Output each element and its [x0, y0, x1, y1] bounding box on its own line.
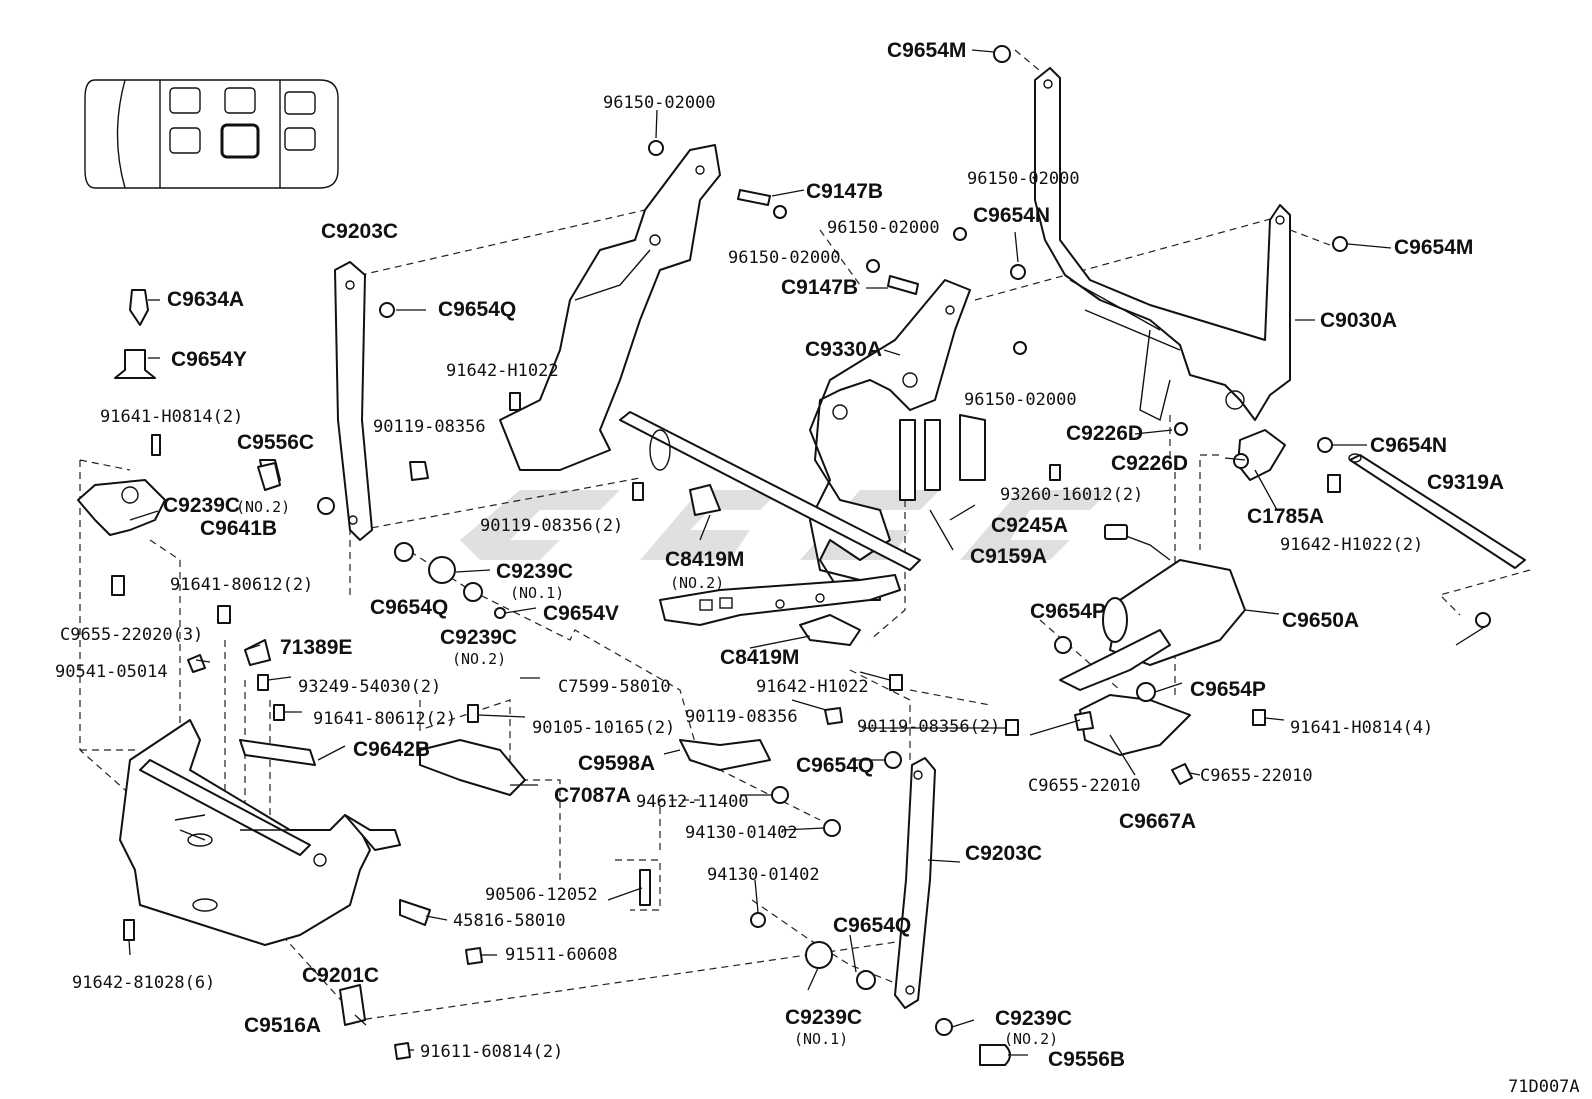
label-c9203c-left: C9203C [321, 220, 398, 243]
label-c9654v: C9654V [543, 602, 619, 625]
label-c9556c: C9556C [237, 431, 314, 454]
label-91642-h1022-a: 91642-H1022 [446, 361, 559, 381]
label-no2-c: (NO.2) [1004, 1030, 1058, 1048]
label-90506-12052: 90506-12052 [485, 885, 598, 905]
label-c1785a: C1785A [1247, 505, 1324, 528]
seat-lower-rail-bracket [659, 574, 901, 626]
label-c9655-22020-3: C9655-22020(3) [60, 625, 203, 645]
label-c9655-22010-b: C9655-22010 [1028, 776, 1141, 796]
diagram-id: 71D007A [1508, 1077, 1580, 1097]
label-c9319a: C9319A [1427, 471, 1504, 494]
label-c9226d-b: C9226D [1111, 452, 1188, 475]
label-91641-h0814-2: 91641-H0814(2) [100, 407, 243, 427]
label-no1-b: (NO.1) [794, 1030, 848, 1048]
label-96150-02000-d: 96150-02000 [728, 248, 841, 268]
label-no2-a: (NO.2) [236, 498, 290, 516]
label-71389e: 71389E [280, 636, 352, 659]
seat-back-side-frame-left [499, 144, 721, 471]
label-c9239c-no1-a: C9239C [496, 560, 573, 583]
label-c9654q-b: C9654Q [370, 596, 448, 619]
seat-cushion-base-frame [119, 719, 401, 946]
label-91642-81028-6: 91642-81028(6) [72, 973, 215, 993]
label-c9654m-right: C9654M [1394, 236, 1473, 259]
label-90541-05014: 90541-05014 [55, 662, 168, 682]
label-c9245a: C9245A [991, 514, 1068, 537]
label-45816-58010: 45816-58010 [453, 911, 566, 931]
label-96150-02000-a: 96150-02000 [603, 93, 716, 113]
label-c9030a: C9030A [1320, 309, 1397, 332]
label-93249-54030-2: 93249-54030(2) [298, 677, 441, 697]
label-c9654y: C9654Y [171, 348, 247, 371]
label-c9650a: C9650A [1282, 609, 1359, 632]
label-c8419m-a: C8419M [665, 548, 744, 571]
label-c9159a: C9159A [970, 545, 1047, 568]
label-c9654m-top: C9654M [887, 39, 966, 62]
label-90119-08356-2b: 90119-08356(2) [857, 717, 1000, 737]
label-91642-h1022-2: 91642-H1022(2) [1280, 535, 1423, 555]
label-91611-60814-2: 91611-60814(2) [420, 1042, 563, 1062]
label-c9147b-b: C9147B [781, 276, 858, 299]
label-91511-60608: 91511-60608 [505, 945, 618, 965]
pivot-rod [1348, 453, 1526, 569]
label-c9516a: C9516A [244, 1014, 321, 1037]
vehicle-seat-locator-icon [84, 79, 339, 189]
label-c9556b: C9556B [1048, 1048, 1125, 1071]
label-96150-02000-e: 96150-02000 [964, 390, 1077, 410]
label-no1-a: (NO.1) [510, 584, 564, 602]
label-c9203c-right: C9203C [965, 842, 1042, 865]
label-c9226d-a: C9226D [1066, 422, 1143, 445]
label-c8419m-b: C8419M [720, 646, 799, 669]
fasteners [111, 45, 1491, 1066]
label-c9654p-b: C9654P [1190, 678, 1266, 701]
small-brackets [77, 414, 1286, 1026]
part-labels: C9654M 96150-02000 C9147B 96150-02000 96… [55, 39, 1580, 1097]
label-c9239c-no1-b: C9239C [785, 1006, 862, 1029]
label-c9598a: C9598A [578, 752, 655, 775]
label-no2-c8419m: (NO.2) [670, 574, 724, 592]
upper-seat-frame-bracket [1034, 67, 1291, 422]
label-c9654q-a: C9654Q [438, 298, 516, 321]
label-96150-02000-c: 96150-02000 [827, 218, 940, 238]
label-c9239c-no2-a: C9239C [163, 494, 240, 517]
seat-cross-rod [619, 411, 921, 571]
label-c7599-58010: C7599-58010 [558, 677, 671, 697]
label-c9642b: C9642B [353, 738, 430, 761]
label-leaders [128, 49, 1484, 1056]
label-90119-08356-b: 90119-08356 [685, 707, 798, 727]
label-93260-16012-2: 93260-16012(2) [1000, 485, 1143, 505]
label-c9654p-a: C9654P [1030, 600, 1106, 623]
label-91641-80612-2a: 91641-80612(2) [170, 575, 313, 595]
label-c9655-22010-a: C9655-22010 [1200, 766, 1313, 786]
side-link-right [894, 757, 936, 1009]
label-94130-01402-a: 94130-01402 [685, 823, 798, 843]
recliner-motor-assembly [1059, 524, 1246, 756]
label-90119-08356-2a: 90119-08356(2) [480, 516, 623, 536]
label-94612-11400: 94612-11400 [636, 792, 749, 812]
side-link-left [334, 261, 373, 541]
label-c9641b: C9641B [200, 517, 277, 540]
label-c9654q-c: C9654Q [796, 754, 874, 777]
label-c9634a: C9634A [167, 288, 244, 311]
label-c9667a: C9667A [1119, 810, 1196, 833]
label-96150-02000-b: 96150-02000 [967, 169, 1080, 189]
label-94130-01402-b: 94130-01402 [707, 865, 820, 885]
label-91641-h0814-4: 91641-H0814(4) [1290, 718, 1433, 738]
label-c9147b-a: C9147B [806, 180, 883, 203]
label-c9330a: C9330A [805, 338, 882, 361]
label-91641-80612-2b: 91641-80612(2) [313, 709, 456, 729]
seat-back-side-frame-right [809, 279, 971, 601]
label-no2-b: (NO.2) [452, 650, 506, 668]
label-c7087a: C7087A [554, 784, 631, 807]
label-c9239c-no2-c: C9239C [995, 1007, 1072, 1030]
label-90105-10165-2: 90105-10165(2) [532, 718, 675, 738]
label-c9654n-right: C9654N [1370, 434, 1447, 457]
label-c9654q-d: C9654Q [833, 914, 911, 937]
label-91642-h1022-b: 91642-H1022 [756, 677, 869, 697]
label-c9201c: C9201C [302, 964, 379, 987]
label-90119-08356-a: 90119-08356 [373, 417, 486, 437]
label-c9239c-no2-b: C9239C [440, 626, 517, 649]
label-c9654n-top: C9654N [973, 204, 1050, 227]
